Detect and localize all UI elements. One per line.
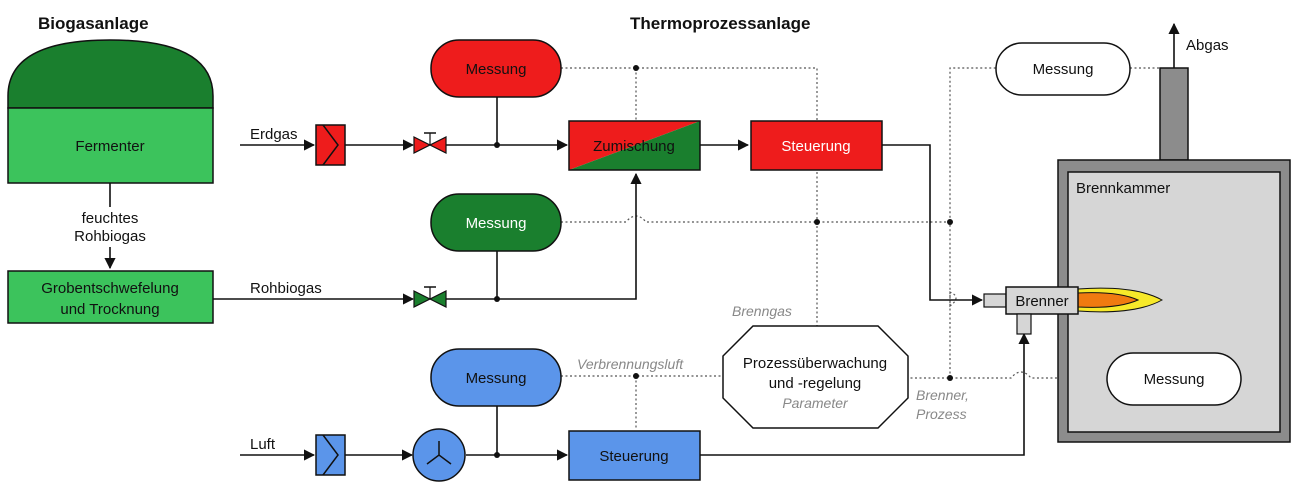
messung-brennkammer-label: Messung: [1144, 371, 1205, 388]
process-label-2: und -regelung: [769, 375, 862, 392]
control-gas: Steuerung: [750, 120, 883, 171]
brenngas-label: Brenngas: [732, 303, 792, 319]
erdgas-label: Erdgas: [250, 126, 298, 143]
mixing-label: Zumischung: [593, 138, 675, 155]
erdgas-valve-icon: [413, 132, 447, 154]
burner: Brenner: [983, 286, 1079, 335]
fermenter: Fermenter: [7, 39, 214, 184]
desulfurization-box: Grobentschwefelung und Trocknung: [7, 270, 214, 324]
raw-biogas-label-2: Rohbiogas: [74, 228, 146, 245]
biogas-valve-icon: [413, 286, 447, 308]
messung-luft-label: Messung: [466, 370, 527, 387]
control-air: Steuerung: [568, 430, 701, 481]
desulf-label-1: Grobentschwefelung: [41, 280, 179, 297]
chamber-label: Brennkammer: [1076, 180, 1170, 197]
messung-erdgas: Messung: [430, 39, 562, 98]
process-label-3: Parameter: [782, 395, 849, 411]
process-label-1: Prozessüberwachung: [743, 355, 887, 372]
abgas-label: Abgas: [1186, 37, 1229, 54]
process-control-unit: Prozessüberwachung und -regelung Paramet…: [722, 325, 909, 429]
messung-biogas: Messung: [430, 193, 562, 252]
luft-label: Luft: [250, 436, 276, 453]
messung-abgas-label: Messung: [1033, 61, 1094, 78]
messung-brennkammer: Messung: [1106, 352, 1242, 406]
control-air-label: Steuerung: [599, 448, 668, 465]
rohbiogas-label: Rohbiogas: [250, 280, 322, 297]
verbrennungsluft-label: Verbrennungsluft: [577, 356, 684, 372]
desulf-label-2: und Trocknung: [60, 301, 159, 318]
luft-flowmeter-icon: [315, 434, 346, 476]
messung-luft: Messung: [430, 348, 562, 407]
fan-icon: [412, 428, 466, 482]
chimney: [1159, 22, 1189, 161]
control-gas-label: Steuerung: [781, 138, 850, 155]
junction-dots: [494, 65, 953, 458]
brenner-prozess-label-2: Prozess: [916, 406, 967, 422]
mixing-box: Zumischung: [568, 120, 701, 171]
fermenter-label: Fermenter: [75, 138, 144, 155]
messung-biogas-label: Messung: [466, 215, 527, 232]
burner-label: Brenner: [1015, 293, 1068, 310]
title-biogas: Biogasanlage: [38, 14, 149, 33]
flame-icon: [1077, 287, 1164, 313]
messung-erdgas-label: Messung: [466, 61, 527, 78]
raw-biogas-label-1: feuchtes: [82, 210, 139, 227]
title-thermo: Thermoprozessanlage: [630, 14, 810, 33]
erdgas-flowmeter-icon: [315, 124, 346, 166]
flow-lines: [213, 97, 1030, 461]
messung-abgas: Messung: [995, 42, 1131, 96]
raw-label-bg: [60, 207, 160, 247]
brenner-prozess-label-1: Brenner,: [916, 387, 969, 403]
